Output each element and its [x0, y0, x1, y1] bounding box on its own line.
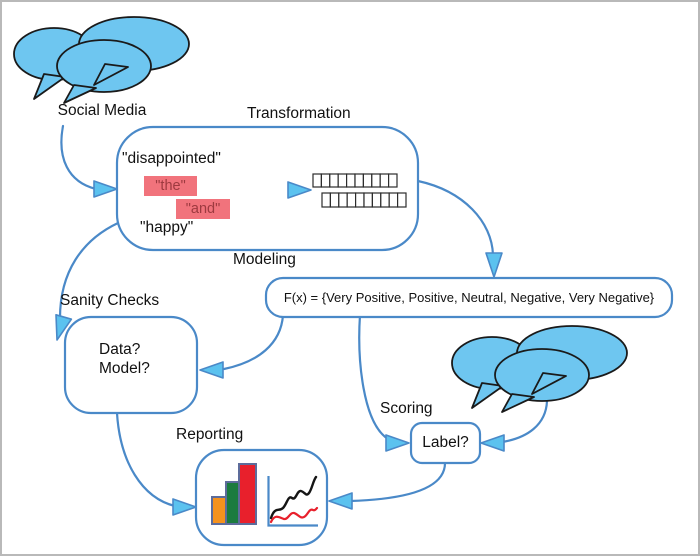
- arrowhead-into-transformation: [93, 180, 118, 198]
- modeling-title: Modeling: [233, 251, 296, 268]
- arrowhead-into-sanity-top: [55, 313, 73, 341]
- edge-modeling-to-label: [358, 313, 390, 441]
- modeling-box: [264, 276, 674, 319]
- sanity-question-model: Model?: [99, 360, 150, 377]
- line-chart-axes: [267, 476, 318, 527]
- arrowhead-into-vector: [287, 181, 312, 199]
- scoring-box-label: Label?: [422, 434, 469, 451]
- word-disappointed: "disappointed": [122, 150, 221, 167]
- edge-bubbles-to-label: [500, 399, 549, 444]
- edge-transformation-to-modeling: [416, 179, 495, 257]
- arrowheads: [55, 180, 505, 516]
- line-chart-icon: [267, 475, 319, 527]
- bar-orange: [211, 496, 227, 525]
- bar-chart-icon: [211, 463, 257, 525]
- reporting-title: Reporting: [176, 426, 244, 443]
- line-chart-black-series: [269, 475, 318, 520]
- arrowhead-into-sanity-right: [199, 361, 224, 379]
- scoring-label-box: [409, 421, 482, 465]
- modeling-formula: F(x) = {Very Positive, Positive, Neutral…: [283, 290, 655, 305]
- edge-modeling-to-sanity: [222, 313, 285, 371]
- token-vector-row-1: [312, 173, 398, 188]
- sanity-question-data: Data?: [99, 341, 141, 358]
- scoring-title: Scoring: [380, 400, 433, 417]
- arrowhead-into-modeling: [485, 252, 503, 278]
- sanity-questions: Data? Model?: [99, 340, 150, 378]
- bar-green: [225, 481, 240, 525]
- arrowhead-into-label-left: [385, 434, 410, 452]
- social-media-label: Social Media: [57, 102, 147, 119]
- speech-bubbles-icon-scoring: [451, 325, 628, 413]
- edge-label-to-reporting: [348, 461, 447, 503]
- edge-sanity-to-reporting: [115, 411, 177, 508]
- token-vector-row-2: [321, 192, 407, 208]
- edge-transformation-to-sanity: [58, 221, 120, 320]
- stopword-the: "the": [144, 176, 197, 196]
- arrowhead-into-reporting-left: [172, 498, 197, 516]
- bar-red: [238, 463, 257, 525]
- arrowhead-into-label-right: [480, 434, 505, 452]
- speech-bubbles-icon-social-media: [13, 16, 190, 104]
- transformation-title: Transformation: [247, 105, 351, 122]
- line-chart-red-series: [269, 506, 319, 524]
- stopword-and: "and": [176, 199, 230, 219]
- sanity-checks-box: [63, 315, 199, 415]
- sanity-checks-title: Sanity Checks: [60, 292, 160, 309]
- connector-edges: [58, 124, 549, 508]
- arrowhead-into-reporting-right: [328, 492, 353, 510]
- edge-social-to-transformation: [60, 124, 98, 191]
- word-happy: "happy": [140, 219, 194, 236]
